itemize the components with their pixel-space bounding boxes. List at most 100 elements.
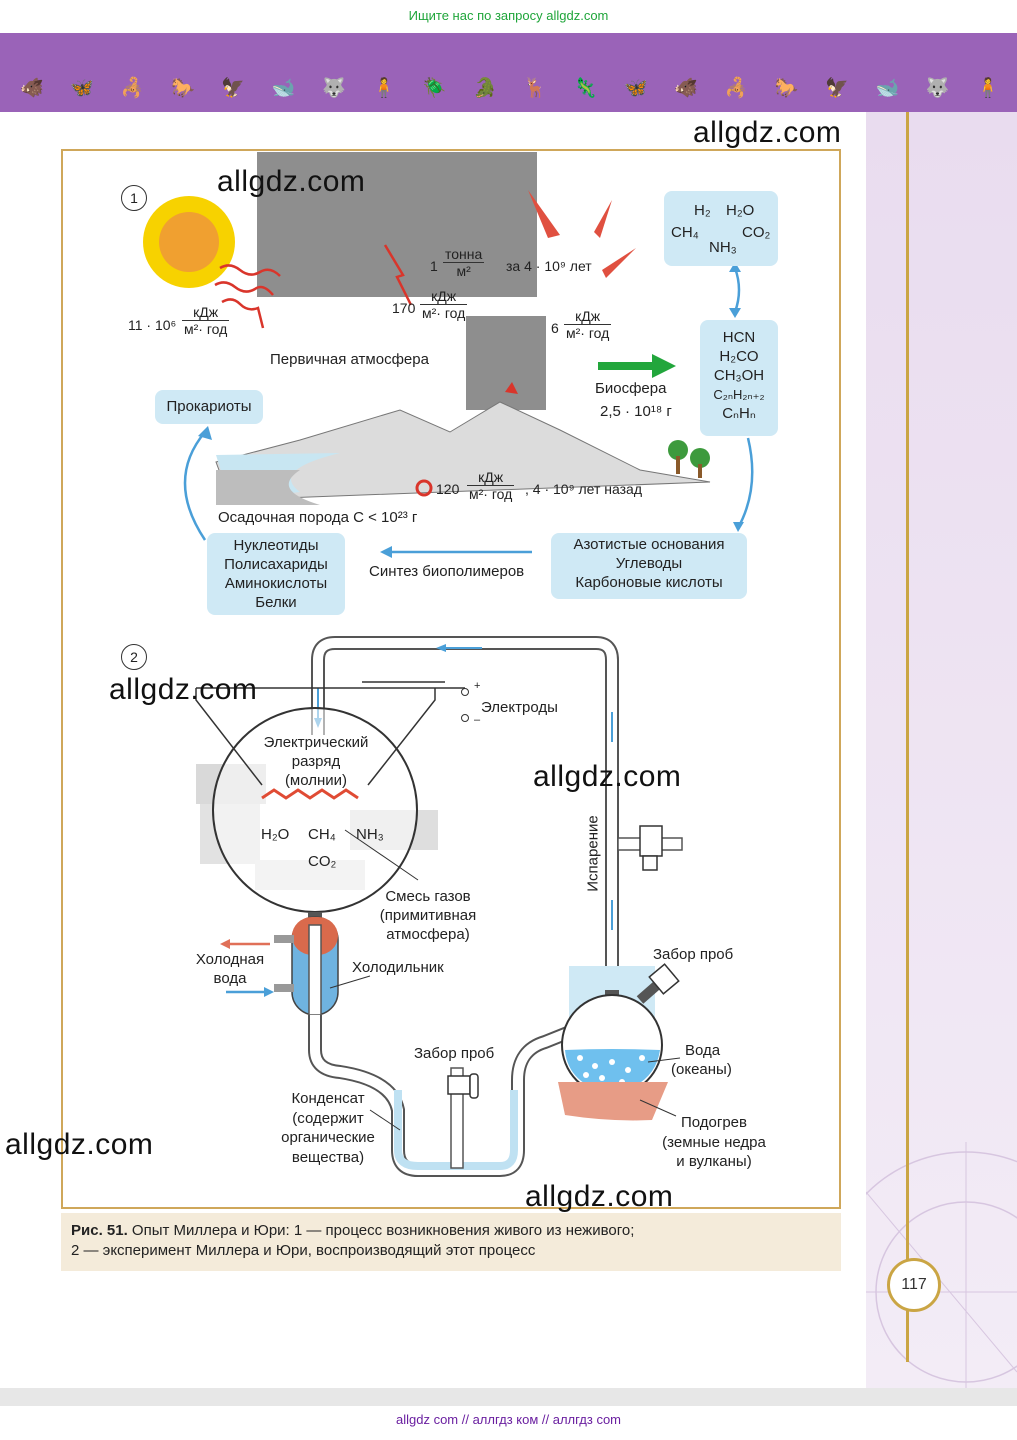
tonne-coefficient: 1	[430, 258, 438, 274]
side-compass-decoration	[866, 1142, 1017, 1390]
monomers-box: Азотистые основания Углеводы Карбоновые …	[551, 533, 747, 599]
animal-icon: 🐗	[20, 78, 44, 99]
biopolymers-box: Нуклеотиды Полисахариды Аминокислоты Бел…	[207, 533, 345, 615]
footer-links[interactable]: allgdz com // аллгдз ком // аллгдз com	[395, 1412, 622, 1427]
co2-gas: CO₂	[308, 853, 337, 870]
watermark: allgdz.com	[109, 673, 258, 706]
animal-icon: 🧍	[372, 78, 396, 99]
biosphere-mass: 2,5 · 10¹⁸ г	[600, 403, 672, 420]
discharge-label: Электрический разряд (молнии)	[258, 733, 374, 790]
sun-unit-denominator: м²· год	[184, 321, 228, 337]
sun-unit-numerator: кДж	[182, 304, 230, 321]
animal-icon: 🐎	[774, 78, 799, 99]
sample-label-flask: Забор проб	[653, 946, 734, 963]
h2-label: H₂	[694, 202, 711, 219]
heat-unit-denominator: м²· год	[469, 486, 513, 502]
organic-molecules-box: HCN H₂CO CH₃OH C₂ₙH₂ₙ₊₂ CₙHₙ	[700, 320, 778, 436]
biosphere-label: Биосфера	[595, 380, 667, 397]
animal-icon: 🦋	[623, 78, 648, 99]
cold-water-line: Холодная	[195, 951, 265, 968]
h2o-label: H₂O	[726, 202, 755, 219]
gas-box: H₂ H₂O CH₄ CO₂ NH₃	[664, 191, 778, 266]
side-decoration	[866, 112, 1017, 1390]
cold-water-label: Холодная вода	[192, 950, 268, 988]
evaporation-label: Испарение	[584, 815, 602, 892]
electrodes-label: Электроды	[481, 699, 558, 716]
figure-caption: Рис. 51. Опыт Миллера и Юри: 1 — процесс…	[61, 1213, 841, 1271]
animal-icon: 🦎	[573, 78, 598, 99]
caption-line-1: Опыт Миллера и Юри: 1 — процесс возникно…	[127, 1222, 635, 1239]
sediment-label: Осадочная порода C < 10²³ г	[218, 509, 418, 526]
page-bottom-edge	[0, 1388, 1017, 1406]
h2o-gas: H₂O	[261, 826, 290, 843]
animal-icon: 🐊	[472, 78, 497, 99]
monomer-item: Углеводы	[615, 555, 683, 572]
water-line: (океаны)	[671, 1061, 732, 1078]
primary-atmosphere-label: Первичная атмосфера	[270, 351, 429, 368]
monomer-item: Карбоновые кислоты	[575, 574, 723, 591]
discharge-line: разряд	[291, 753, 341, 770]
lightning-energy-value: 170	[392, 300, 416, 316]
margin-line	[906, 112, 909, 1362]
prokaryotes-box: Прокариоты	[155, 390, 263, 424]
ch3oh-label: CH₃OH	[713, 367, 765, 384]
co2-label: CO₂	[742, 224, 771, 241]
heating-line: и вулканы)	[676, 1153, 752, 1170]
animal-icon: 🐎	[170, 78, 195, 99]
cosmic-unit-numerator: кДж	[564, 308, 612, 325]
tonne-fraction: тонна м²	[443, 246, 485, 279]
tonne-numerator: тонна	[443, 246, 485, 263]
watermark: allgdz.com	[693, 116, 842, 149]
header-band	[0, 33, 1017, 112]
animal-icon: 🦌	[523, 78, 547, 99]
sun-energy-value: 11 · 10⁶	[128, 317, 177, 333]
heat-unit-numerator: кДж	[467, 469, 515, 486]
condensate-line: Конденсат	[291, 1090, 365, 1107]
gas-mix-line: атмосфера)	[386, 926, 470, 943]
gas-mix-label: Смесь газов (примитивная атмосфера)	[372, 887, 484, 944]
h2co-label: H₂CO	[719, 348, 759, 365]
heating-line: Подогрев	[680, 1114, 747, 1131]
polymer-item: Нуклеотиды	[233, 537, 319, 554]
cosmic-energy-unit: кДж м²· год	[564, 308, 612, 341]
tonne-denominator: м²	[456, 263, 471, 279]
ch4-label: CH₄	[671, 224, 699, 241]
cooler-label: Холодильник	[352, 959, 444, 976]
sun-energy-unit: кДж м²· год	[182, 304, 230, 337]
ch4-gas: CH₄	[308, 826, 336, 843]
synthesis-label: Синтез биополимеров	[369, 563, 525, 580]
condensate-line: органические	[281, 1129, 375, 1146]
hcn-label: HCN	[722, 329, 756, 346]
condensate-line: (содержит	[292, 1109, 364, 1127]
nh3-gas: NH₃	[356, 826, 384, 843]
sun-icon	[143, 196, 235, 288]
heat-energy-value: 120	[436, 481, 460, 497]
animal-icon: 🐺	[321, 78, 346, 99]
caption-label: Рис. 51.	[71, 1222, 128, 1239]
lightning-energy-unit: кДж м²· год	[420, 288, 468, 321]
lightning-unit-denominator: м²· год	[422, 305, 466, 321]
gas-mix-line: Смесь газов	[385, 888, 471, 905]
cosmic-unit-denominator: м²· год	[566, 325, 610, 341]
animal-icon: 🦅	[825, 78, 849, 99]
animal-icon: 🦅	[221, 78, 245, 99]
animal-icon: 🐋	[875, 78, 900, 99]
animal-icon: 🐗	[674, 78, 698, 99]
cold-water-line: вода	[213, 970, 247, 987]
watermark: allgdz.com	[525, 1180, 674, 1213]
watermark: allgdz.com	[217, 165, 366, 198]
figure-2-number: 2	[121, 644, 147, 670]
animal-icon: 🦂	[724, 78, 749, 99]
figure-1-number: 1	[121, 185, 147, 211]
top-banner[interactable]: Ищите нас по запросу allgdz.com	[408, 8, 609, 23]
animal-icon: 🧍	[976, 78, 1000, 99]
heating-label: Подогрев (земные недра и вулканы)	[652, 1113, 776, 1172]
alkane-label: C₂ₙH₂ₙ₊₂	[713, 387, 765, 402]
animal-icon: 🪲	[422, 78, 447, 99]
watermark: allgdz.com	[533, 760, 682, 793]
animal-icon: 🐋	[271, 78, 296, 99]
discharge-line: Электрический	[263, 734, 369, 751]
sample-label-tube: Забор проб	[414, 1045, 495, 1062]
